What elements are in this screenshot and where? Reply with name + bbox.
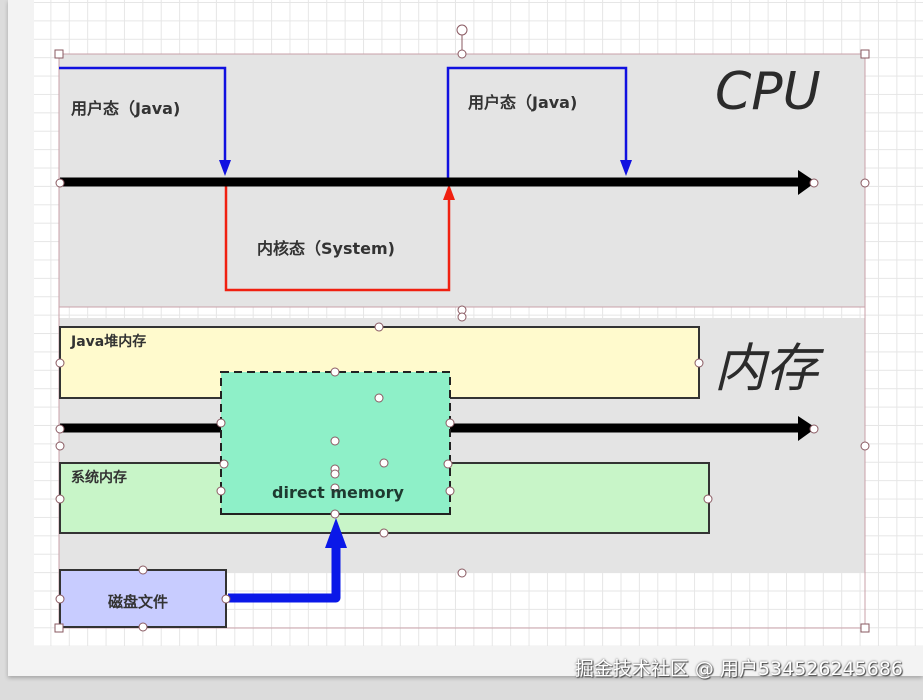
- java-heap-label: Java堆内存: [71, 334, 147, 350]
- handle-section-divider-2[interactable]: [457, 312, 467, 322]
- handle-cpu-timeline-end[interactable]: [809, 178, 819, 188]
- handle-direct-inner-1[interactable]: [374, 393, 384, 403]
- handle-cpu-timeline-start[interactable]: [55, 178, 65, 188]
- handle-direct-bottom[interactable]: [330, 509, 340, 519]
- handle-sys-mem-left[interactable]: [55, 441, 65, 451]
- handle-disk-top[interactable]: [138, 565, 148, 575]
- user-mode-label-1: 用户态（Java): [71, 99, 181, 118]
- handle-top-mid[interactable]: [457, 49, 467, 59]
- resize-handle-top-left[interactable]: [54, 49, 64, 59]
- handle-java-heap-top[interactable]: [374, 322, 384, 332]
- handle-direct-inner-6[interactable]: [330, 483, 340, 493]
- handle-direct-inner-2[interactable]: [330, 436, 340, 446]
- cpu-title: CPU: [715, 62, 821, 122]
- user-mode-arrowhead-2: [620, 160, 632, 176]
- rotate-handle[interactable]: [456, 24, 468, 36]
- handle-disk-right[interactable]: [221, 594, 231, 604]
- handle-java-heap-right[interactable]: [694, 358, 704, 368]
- memory-timeline-arrowhead: [798, 416, 816, 441]
- handle-right-mid[interactable]: [860, 178, 870, 188]
- user-mode-path-1[interactable]: [59, 66, 227, 168]
- handle-direct-left[interactable]: [216, 418, 226, 428]
- direct-memory-label: direct memory: [272, 483, 404, 502]
- kernel-mode-label: 内核态（System): [257, 239, 395, 258]
- user-mode-label-2: 用户态（Java): [468, 93, 578, 112]
- resize-handle-bottom-left[interactable]: [54, 623, 64, 633]
- handle-bottom-mid[interactable]: [457, 568, 467, 578]
- handle-sys-mem-right[interactable]: [703, 494, 713, 504]
- handle-mem-timeline-end[interactable]: [809, 424, 819, 434]
- selection-handles[interactable]: [54, 24, 870, 633]
- memory-title: 内存: [714, 339, 819, 399]
- user-mode-arrowhead-1: [219, 160, 231, 176]
- handle-direct-inner-5[interactable]: [330, 469, 340, 479]
- handle-direct-right-3[interactable]: [445, 486, 455, 496]
- handle-java-heap-left[interactable]: [55, 358, 65, 368]
- kernel-mode-path[interactable]: [224, 186, 451, 292]
- handle-direct-left-2[interactable]: [219, 459, 229, 469]
- cpu-timeline-arrowhead: [798, 170, 816, 195]
- handle-sys-mem-bottom[interactable]: [379, 528, 389, 538]
- kernel-mode-arrowhead: [443, 184, 455, 200]
- handle-direct-right-2[interactable]: [443, 459, 453, 469]
- resize-handle-top-right[interactable]: [860, 49, 870, 59]
- handle-direct-left-3[interactable]: [216, 486, 226, 496]
- disk-to-direct-memory-arrowhead: [325, 518, 347, 548]
- user-mode-path-2[interactable]: [446, 66, 628, 182]
- watermark: 掘金技术社区 @ 用户534526245686: [574, 658, 903, 680]
- handle-sys-mem-left-2[interactable]: [55, 494, 65, 504]
- handle-direct-right[interactable]: [445, 418, 455, 428]
- handle-disk-bottom[interactable]: [138, 622, 148, 632]
- handle-disk-left[interactable]: [55, 594, 65, 604]
- resize-handle-bottom-right[interactable]: [860, 623, 870, 633]
- disk-to-direct-memory-arrow[interactable]: [228, 540, 341, 603]
- handle-mem-timeline-start[interactable]: [55, 424, 65, 434]
- system-memory-label: 系统内存: [71, 470, 127, 486]
- disk-file-label: 磁盘文件: [108, 593, 169, 611]
- handle-right-mid-2[interactable]: [860, 441, 870, 451]
- handle-direct-top[interactable]: [330, 367, 340, 377]
- handle-direct-inner-3[interactable]: [379, 458, 389, 468]
